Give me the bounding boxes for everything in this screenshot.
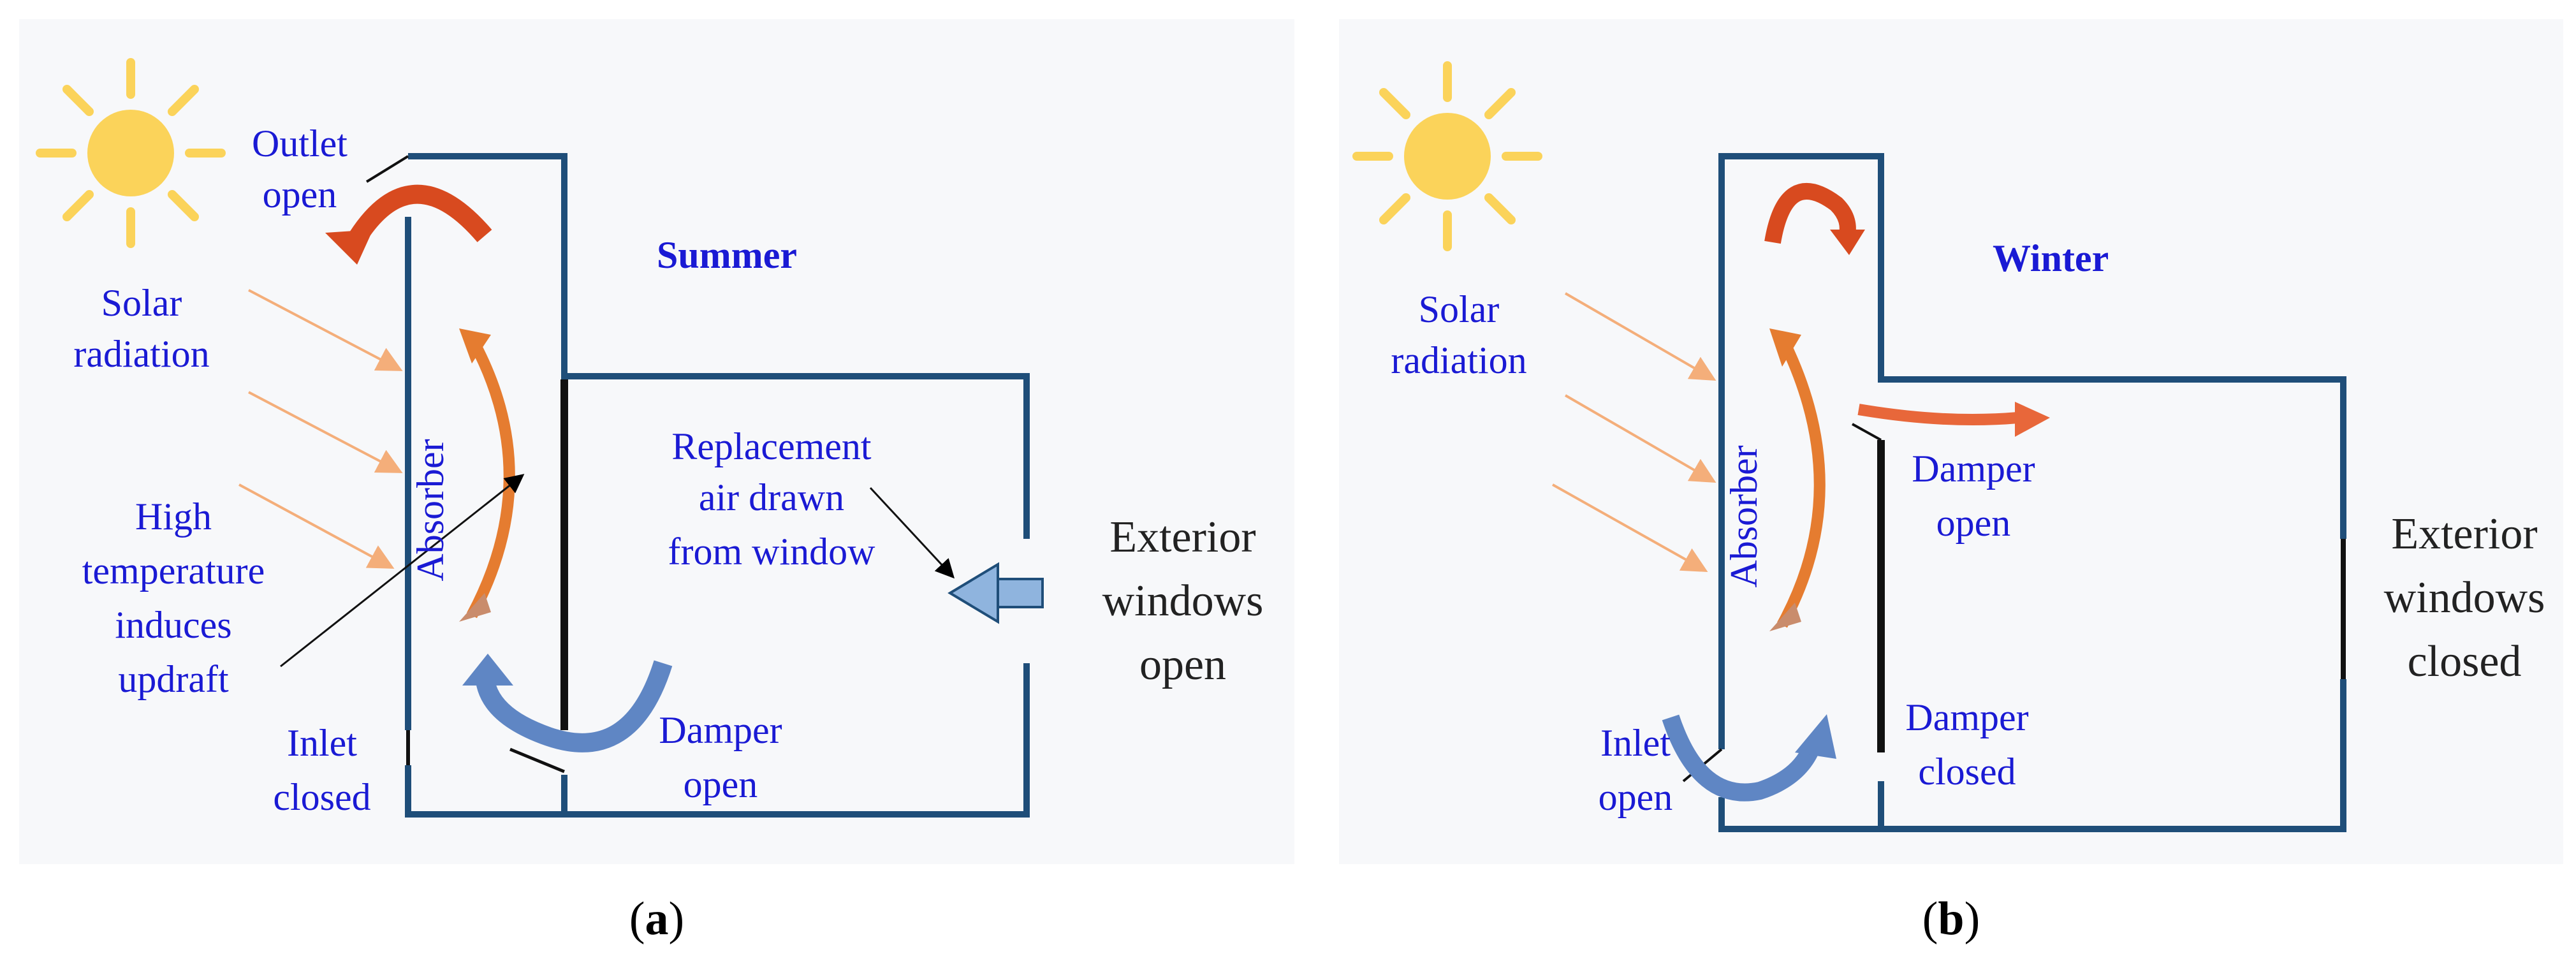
caption-b: (b)	[1922, 893, 1980, 945]
replacement-pointer	[869, 487, 955, 579]
absorber-label: Absorber	[409, 439, 451, 581]
exterior-line3: open	[1139, 640, 1226, 689]
damper-top-line1: Damper	[1912, 448, 2035, 490]
replacement-line2: air drawn	[699, 476, 844, 518]
damper-open-arrow	[1857, 402, 2050, 437]
caption-b-letter: b	[1938, 893, 1964, 945]
inlet-label-line1: Inlet	[1600, 722, 1671, 764]
exterior-line3: closed	[2408, 637, 2522, 686]
building-walls	[1718, 153, 2346, 832]
absorber-label: Absorber	[1723, 445, 1765, 587]
updraft-arrow	[1769, 328, 1826, 631]
exterior-line1: Exterior	[1109, 513, 1255, 562]
panel-a-title: Summer	[657, 234, 797, 276]
replacement-air-arrow	[948, 562, 1044, 624]
high-temp-pointer	[280, 474, 525, 668]
caption-a-letter: a	[645, 893, 669, 945]
damper-bottom-line1: Damper	[1905, 696, 2028, 738]
solar-label-line2: radiation	[73, 333, 209, 375]
panel-a-background	[19, 19, 1294, 864]
sun-icon	[36, 58, 226, 248]
exterior-line2: windows	[1102, 576, 1264, 626]
panel-a: Summer Outlet open Solar radiation Absor…	[19, 19, 1294, 945]
outlet-hot-arrow	[325, 184, 492, 265]
replacement-line3: from window	[668, 531, 876, 573]
sun-icon	[1352, 61, 1542, 251]
solar-label-line2: radiation	[1391, 339, 1526, 381]
panel-b: Winter Solar radiation Absorber Damper o…	[1339, 19, 2563, 945]
outlet-label-line1: Outlet	[252, 122, 348, 165]
inlet-label-line1: Inlet	[287, 722, 357, 764]
damper-cool-arrow	[462, 654, 673, 752]
high-temp-line4: updraft	[118, 658, 229, 700]
solar-rays	[1552, 292, 1716, 572]
damper-label-line1: Damper	[659, 709, 782, 751]
panel-b-background	[1339, 19, 2563, 864]
exterior-line1: Exterior	[2391, 510, 2537, 559]
outlet-label-line2: open	[263, 173, 337, 216]
damper-flap	[1852, 423, 1882, 441]
building-walls	[405, 153, 1030, 818]
top-hot-arrow	[1764, 183, 1865, 255]
exterior-line2: windows	[2384, 573, 2545, 622]
high-temp-line3: induces	[115, 604, 231, 646]
caption-a: (a)	[629, 893, 684, 945]
inlet-label-line2: open	[1599, 776, 1673, 818]
solar-label-line1: Solar	[1419, 288, 1500, 330]
solar-rays	[238, 289, 403, 569]
damper-flap	[509, 747, 565, 774]
damper-top-line2: open	[1936, 502, 2011, 544]
damper-label-line2: open	[684, 763, 758, 805]
high-temp-line1: High	[135, 495, 212, 538]
outlet-pointer	[365, 155, 409, 183]
high-temp-line2: temperature	[82, 550, 265, 592]
damper-bottom-line2: closed	[1918, 751, 2016, 793]
inlet-cool-arrow	[1662, 714, 1836, 802]
panel-b-title: Winter	[1993, 237, 2109, 279]
solar-label-line1: Solar	[101, 282, 182, 324]
inlet-label-line2: closed	[273, 776, 370, 818]
replacement-line1: Replacement	[671, 425, 872, 467]
